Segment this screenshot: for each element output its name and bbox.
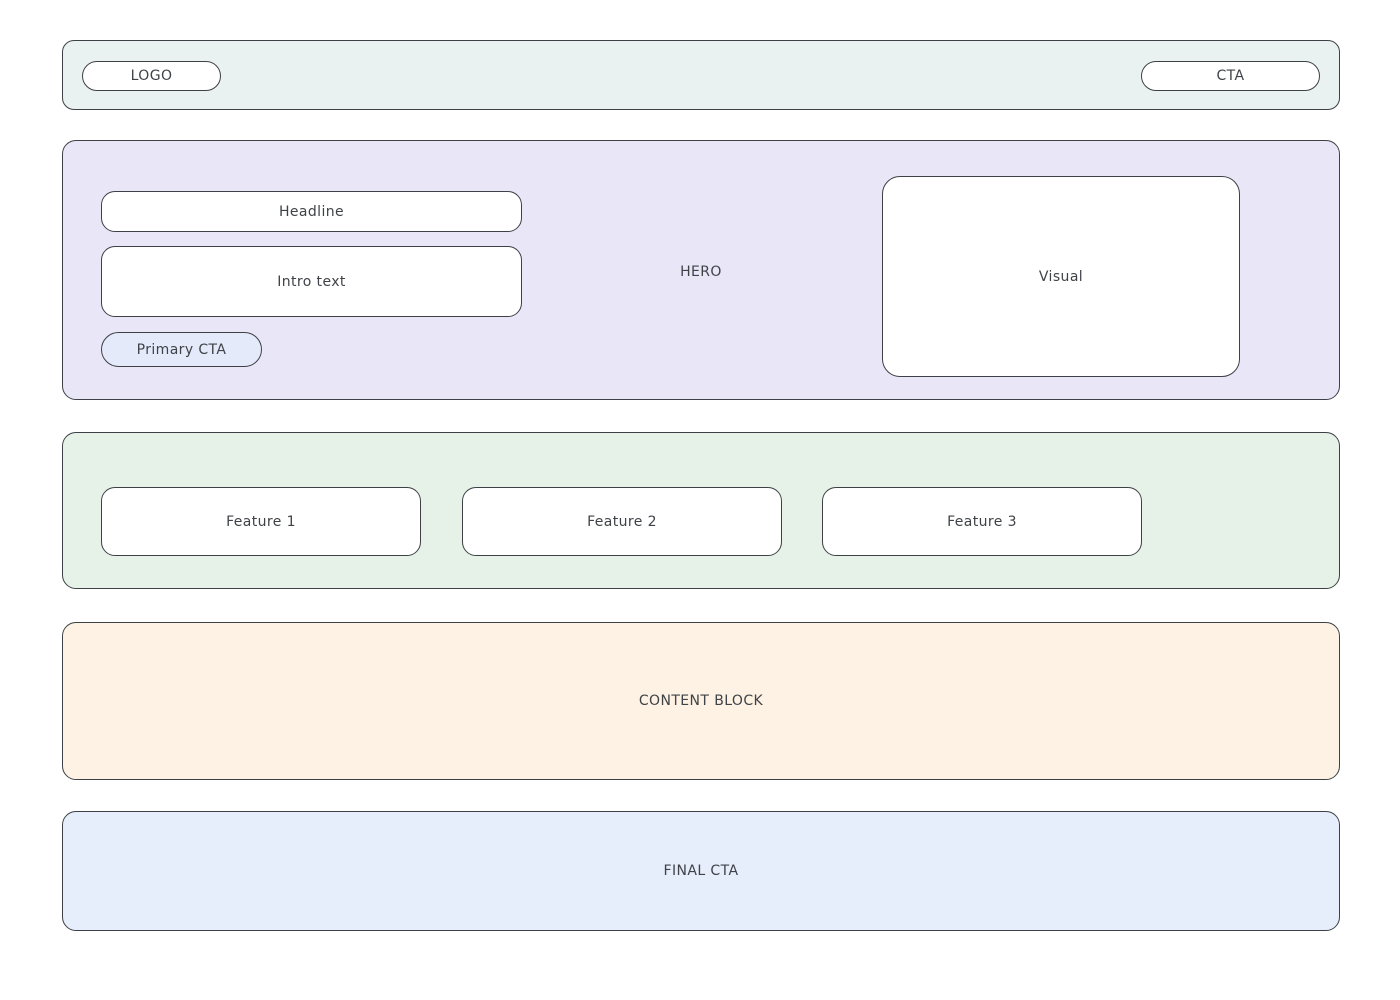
- intro-text-placeholder: Intro text: [101, 246, 522, 317]
- hero-section: Headline Intro text Primary CTA HERO Vis…: [62, 140, 1340, 400]
- content-block-label: CONTENT BLOCK: [638, 693, 764, 709]
- feature-3-label: Feature 3: [947, 513, 1017, 530]
- feature-card-3: Feature 3: [822, 487, 1142, 556]
- header-cta-label: CTA: [1216, 68, 1245, 84]
- final-cta-section: FINAL CTA: [62, 811, 1340, 931]
- feature-2-label: Feature 2: [587, 513, 657, 530]
- features-section: Feature 1 Feature 2 Feature 3: [62, 432, 1340, 589]
- headline-placeholder: Headline: [101, 191, 522, 232]
- logo-label: LOGO: [130, 68, 173, 84]
- intro-text-label: Intro text: [277, 273, 346, 290]
- content-block-section: CONTENT BLOCK: [62, 622, 1340, 780]
- logo-pill[interactable]: LOGO: [82, 61, 221, 91]
- hero-visual-label: Visual: [1038, 268, 1084, 285]
- header-bar: LOGO CTA: [62, 40, 1340, 110]
- headline-label: Headline: [278, 203, 345, 220]
- primary-cta-button[interactable]: Primary CTA: [101, 332, 262, 367]
- feature-card-2: Feature 2: [462, 487, 782, 556]
- feature-card-1: Feature 1: [101, 487, 421, 556]
- hero-visual-placeholder: Visual: [882, 176, 1240, 377]
- final-cta-label: FINAL CTA: [663, 863, 739, 879]
- feature-1-label: Feature 1: [226, 513, 296, 530]
- header-cta-button[interactable]: CTA: [1141, 61, 1320, 91]
- hero-section-label: HERO: [680, 264, 722, 280]
- primary-cta-label: Primary CTA: [136, 341, 227, 358]
